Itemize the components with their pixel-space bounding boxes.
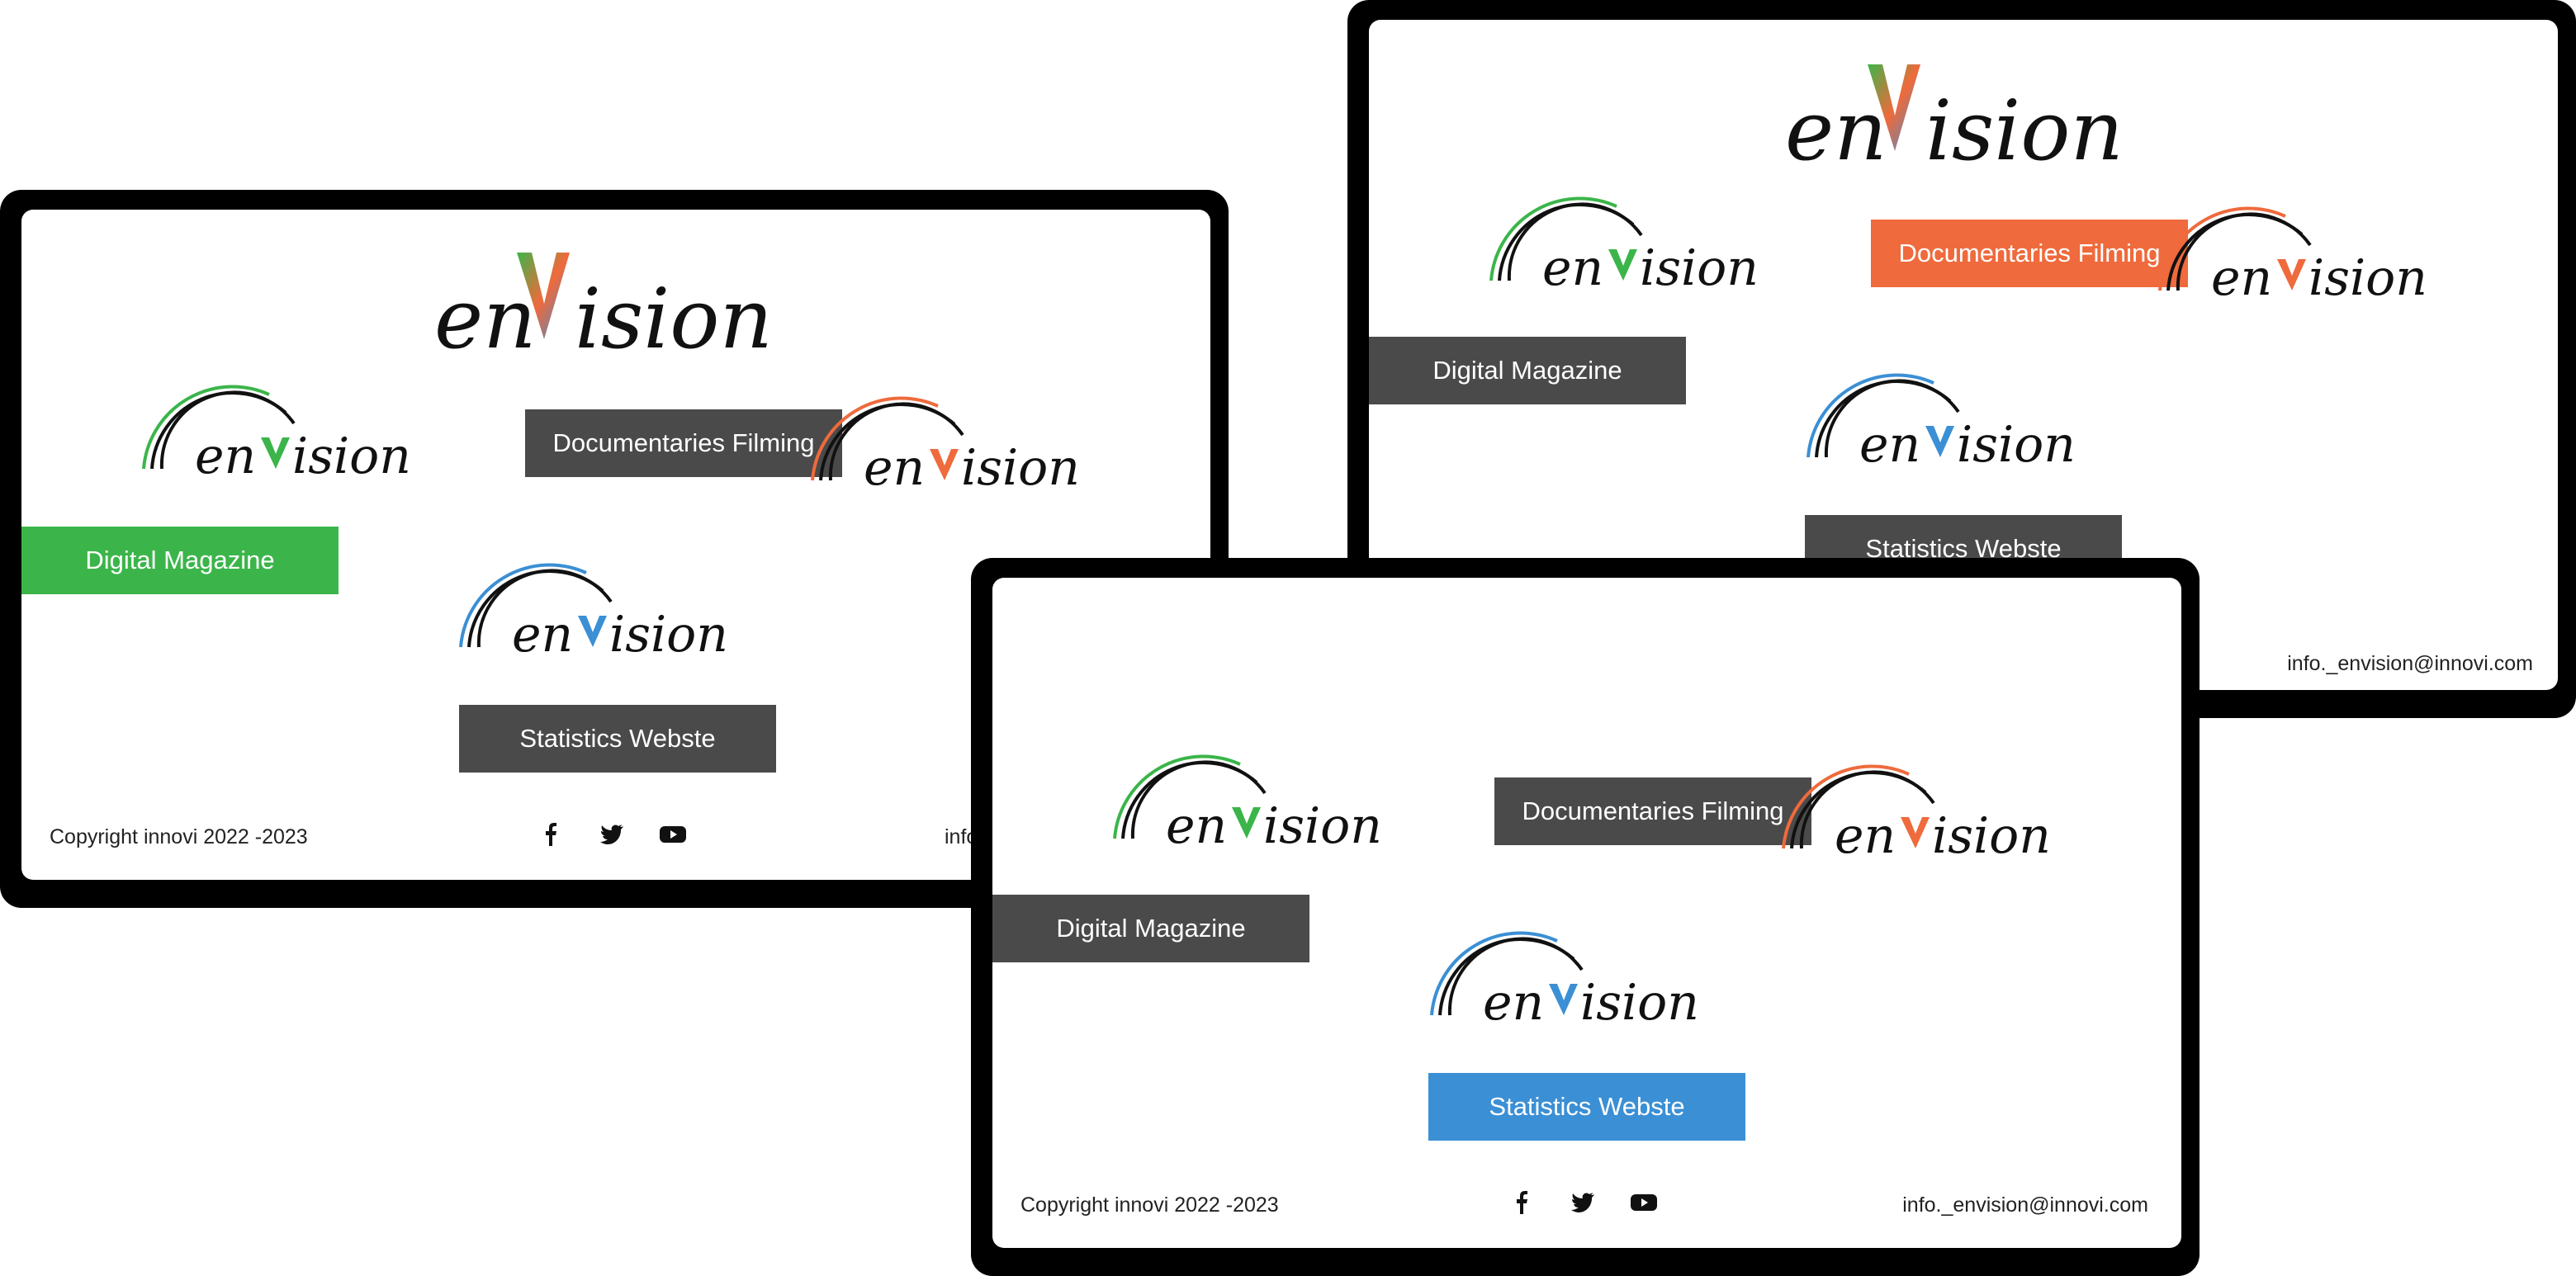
screen-bottom-center: en ision Digital Magazine Documentaries … <box>992 578 2181 1248</box>
svg-text:ision: ision <box>1932 807 2051 865</box>
hero-logo-prefix: en <box>434 271 537 360</box>
svg-text:en: en <box>1166 797 1227 855</box>
digital-magazine-button[interactable]: Digital Magazine <box>1369 337 1686 404</box>
section-logo-documentaries: en ision <box>798 381 1095 530</box>
section-logo-documentaries: en ision <box>1769 749 2066 898</box>
v-mark-icon <box>1868 64 1920 151</box>
digital-magazine-button[interactable]: Digital Magazine <box>992 895 1309 962</box>
twitter-icon[interactable] <box>598 820 626 848</box>
copyright-text: Copyright innovi 2022 -2023 <box>1020 1193 1279 1217</box>
section-logo-digital-magazine: en ision <box>1476 182 1773 330</box>
statistics-website-button[interactable]: Statistics Webste <box>1428 1073 1745 1141</box>
statistics-website-button[interactable]: Statistics Webste <box>459 705 776 773</box>
section-logo-documentaries: en ision <box>2145 191 2442 340</box>
svg-text:en: en <box>2211 249 2272 307</box>
envision-hero-logo: en ision <box>434 253 831 367</box>
copyright-text: Copyright innovi 2022 -2023 <box>50 825 308 848</box>
hero-logo-suffix: ision <box>575 271 773 360</box>
envision-hero-logo: en ision <box>1785 64 2181 179</box>
documentaries-filming-button[interactable]: Documentaries Filming <box>1871 220 2188 287</box>
svg-text:ision: ision <box>1640 239 1759 297</box>
v-mark-icon <box>517 253 570 339</box>
facebook-icon[interactable] <box>537 820 565 848</box>
svg-text:ision: ision <box>1957 416 2076 474</box>
svg-text:ision: ision <box>2308 249 2427 307</box>
social-links <box>1508 1189 1658 1217</box>
svg-text:en: en <box>1835 807 1896 865</box>
svg-text:ision: ision <box>1580 974 1699 1032</box>
section-logo-statistics: en ision <box>1417 916 1714 1065</box>
email-text[interactable]: info._envision@innovi.com <box>2287 652 2533 675</box>
section-logo-statistics: en ision <box>446 548 743 697</box>
svg-text:en: en <box>864 439 925 497</box>
section-logo-digital-magazine: en ision <box>1100 740 1397 888</box>
svg-text:en: en <box>1859 416 1920 474</box>
youtube-icon[interactable] <box>1630 1189 1658 1217</box>
svg-text:ision: ision <box>609 606 728 664</box>
documentaries-filming-button[interactable]: Documentaries Filming <box>525 409 842 477</box>
hero-logo-prefix: en <box>1785 83 1887 172</box>
digital-magazine-button[interactable]: Digital Magazine <box>21 527 339 594</box>
facebook-icon[interactable] <box>1508 1189 1536 1217</box>
svg-text:ision: ision <box>292 428 411 485</box>
svg-text:en: en <box>195 428 256 485</box>
youtube-icon[interactable] <box>659 820 687 848</box>
documentaries-filming-button[interactable]: Documentaries Filming <box>1494 777 1811 845</box>
email-text[interactable]: info._envision@innovi.com <box>1902 1193 2148 1217</box>
svg-text:en: en <box>512 606 573 664</box>
svg-text:en: en <box>1542 239 1603 297</box>
svg-text:ision: ision <box>961 439 1080 497</box>
section-logo-statistics: en ision <box>1793 358 2091 507</box>
twitter-icon[interactable] <box>1569 1189 1597 1217</box>
hero-logo-suffix: ision <box>1925 83 2124 172</box>
svg-text:ision: ision <box>1263 797 1382 855</box>
screen-left: en ision en ision Digital Magazine Docum… <box>21 210 1210 880</box>
section-logo-digital-magazine: en ision <box>129 370 426 518</box>
svg-text:en: en <box>1483 974 1544 1032</box>
social-links <box>537 820 687 848</box>
